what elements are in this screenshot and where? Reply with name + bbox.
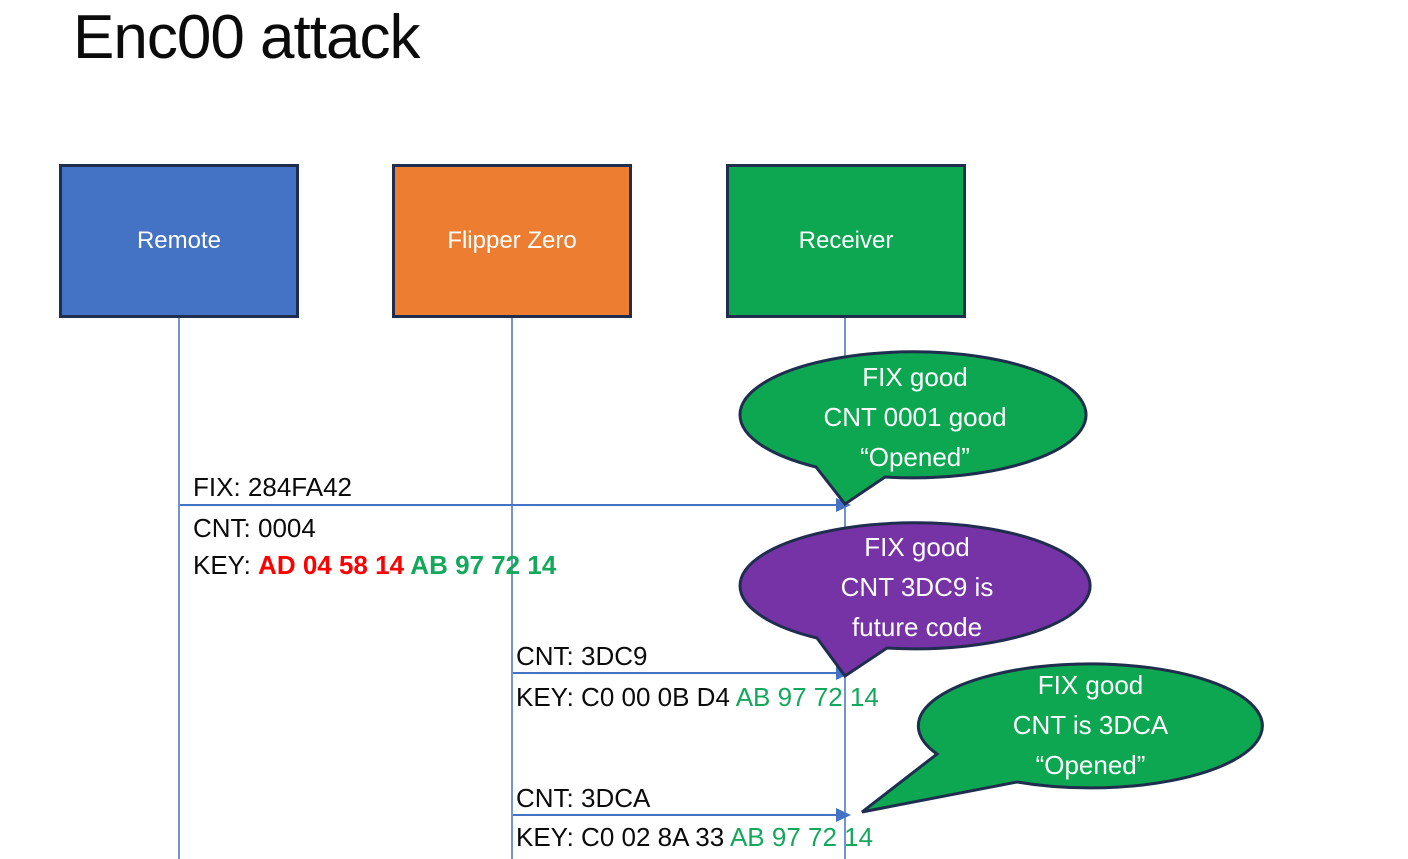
callout-text-2: FIX good CNT 3DC9 is future code	[742, 527, 1092, 647]
callout3-line1: FIX good	[1037, 670, 1144, 700]
message3-key-label: KEY: C0 02 8A 33 AB 97 72 14	[516, 822, 873, 852]
callout1-line3: “Opened”	[860, 442, 970, 472]
message3-key-prefix: KEY: C0 02 8A 33	[516, 822, 730, 852]
message1-key-green-bytes: AB 97 72 14	[410, 550, 557, 580]
message1-key-red-bytes: AD 04 58 14	[258, 550, 411, 580]
arrowhead-icon-1	[836, 498, 851, 512]
actor-label-flipper-zero: Flipper Zero	[447, 227, 577, 254]
callout1-line1: FIX good	[862, 362, 968, 392]
callout2-line3: future code	[851, 612, 983, 642]
arrowhead-icon-3	[836, 808, 851, 822]
callout-text-3: FIX good CNT is 3DCA “Opened”	[918, 665, 1263, 785]
message3-key-green-bytes: AB 97 72 14	[729, 822, 874, 852]
callout1-line2: CNT 0001 good	[823, 402, 1007, 432]
message1-fix-label: FIX: 284FA42	[193, 472, 352, 502]
callout-bubble-2	[738, 521, 1092, 679]
actor-box-remote: Remote	[59, 164, 299, 318]
callout3-line3: “Opened”	[1035, 750, 1146, 780]
actor-label-receiver: Receiver	[798, 227, 894, 254]
callout2-line1: FIX good	[864, 532, 970, 562]
callout-text-1: FIX good CNT 0001 good “Opened”	[742, 357, 1088, 477]
message2-key-green-bytes: AB 97 72 14	[735, 682, 879, 712]
message3-cnt-label: CNT: 3DCA	[516, 783, 651, 813]
message1-key-label: KEY: AD 04 58 14 AB 97 72 14	[193, 550, 556, 580]
slide-title: Enc00 attack	[73, 3, 420, 72]
callout-bubble-1	[738, 350, 1088, 507]
message1-key-prefix: KEY:	[193, 550, 259, 580]
actor-label-remote: Remote	[136, 227, 222, 254]
message2-key-label: KEY: C0 00 0B D4 AB 97 72 14	[516, 682, 879, 712]
callout3-line2: CNT is 3DCA	[1012, 710, 1169, 740]
callout2-line2: CNT 3DC9 is	[840, 572, 994, 602]
message1-cnt-label: CNT: 0004	[193, 513, 316, 543]
callout-bubble-3	[861, 662, 1264, 814]
message2-cnt-label: CNT: 3DC9	[516, 641, 648, 671]
message2-key-prefix: KEY: C0 00 0B D4	[516, 682, 736, 712]
actor-box-flipper-zero: Flipper Zero	[392, 164, 632, 318]
actor-box-receiver: Receiver	[726, 164, 966, 318]
